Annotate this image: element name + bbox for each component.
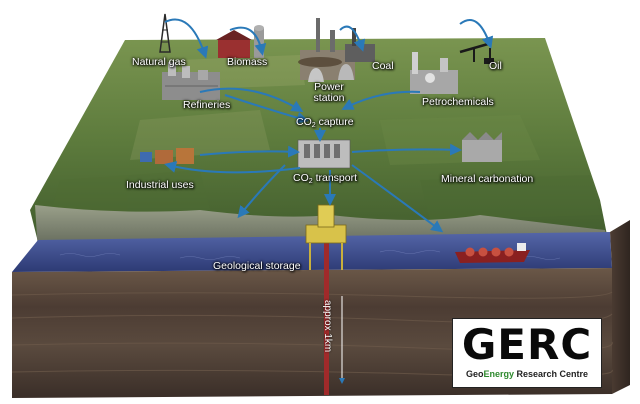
label-co2-capture-post: capture	[315, 116, 354, 128]
label-co2-transport-pre: CO	[293, 172, 309, 184]
subsurface-right	[610, 220, 630, 394]
label-refineries: Refineries	[183, 99, 231, 111]
gerc-logo-subtitle: GeoEnergy Research Centre	[453, 369, 601, 379]
gerc-logo-box: GERC GeoEnergy Research Centre	[452, 318, 602, 388]
label-power-station-line1: Power	[314, 81, 344, 93]
refineries-icon	[162, 62, 220, 100]
label-industrial-uses: Industrial uses	[126, 179, 194, 191]
petrochemicals-icon	[410, 52, 458, 94]
industrial-uses-icon	[140, 148, 194, 164]
label-co2-capture-pre: CO	[296, 116, 312, 128]
label-oil: Oil	[489, 60, 502, 72]
offshore-rig	[305, 204, 347, 270]
label-co2-capture: CO2 capture	[296, 117, 354, 131]
label-natural-gas: Natural gas	[132, 56, 186, 68]
co2-flow-arrows	[164, 18, 494, 233]
label-coal: Coal	[372, 60, 394, 72]
label-power-station: Power station	[304, 82, 354, 104]
gerc-subtitle-part3: Research Centre	[513, 369, 589, 379]
label-depth: approx 1km	[322, 300, 333, 353]
label-petrochemicals: Petrochemicals	[422, 96, 494, 108]
mineral-carbonation-icon	[462, 132, 502, 162]
ship	[455, 243, 530, 263]
gerc-logo-title: GERC	[461, 320, 593, 369]
label-mineral-carbonation: Mineral carbonation	[441, 173, 534, 185]
coal-plant-icon	[298, 28, 375, 67]
capture-plant-icon	[297, 139, 351, 169]
label-biomass: Biomass	[227, 56, 268, 68]
field-patches	[50, 55, 600, 220]
gerc-subtitle-part2: Energy	[483, 369, 514, 379]
label-co2-capture-sub: 2	[311, 122, 316, 129]
gerc-subtitle-part1: Geo	[465, 369, 484, 379]
natural-gas-rig-icon	[159, 13, 171, 53]
label-co2-transport: CO2 transport	[293, 173, 357, 187]
label-co2-transport-sub: 2	[308, 178, 313, 185]
wellbore	[324, 240, 329, 395]
label-geological-storage: Geological storage	[213, 260, 301, 272]
label-co2-transport-post: transport	[312, 172, 358, 184]
label-power-station-line2: station	[313, 92, 345, 104]
biomass-plant-icon	[216, 25, 264, 58]
